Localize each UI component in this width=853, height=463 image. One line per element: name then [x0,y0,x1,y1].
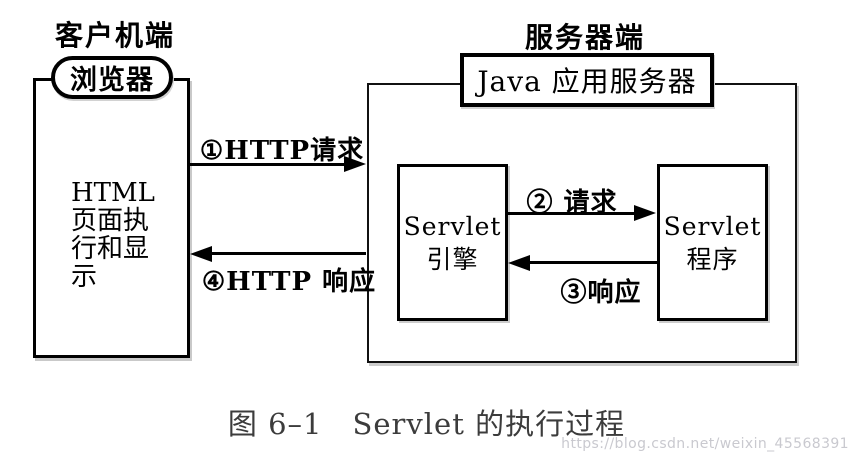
http-request-arrow-label: ①HTTP请求 [199,136,365,166]
response-arrow-label: ③响应 [560,278,642,308]
http-response-arrow-line [212,252,366,255]
client-box-text-line: 行和显 [71,234,150,264]
servlet-engine-label-line: 引擎 [426,244,479,274]
java-app-server-box: Java 应用服务器 [460,53,714,107]
servlet-program-label-line: Servlet [663,211,762,241]
http-request-arrowhead-icon [344,156,366,172]
watermark-url: https://blog.csdn.net/weixin_45568391 [561,436,849,452]
browser-label: 浏览器 [70,65,154,96]
client-box-text-line: 示 [71,262,98,292]
servlet-program-box: Servlet 程序 [657,164,768,321]
request-arrow-line [507,212,634,215]
client-box-text: HTML 页面执 行和显 示 [71,179,155,291]
client-box [33,78,190,358]
java-app-server-label: Java 应用服务器 [477,65,697,98]
client-side-title: 客户机端 [54,19,175,52]
response-arrow-line [530,261,657,264]
servlet-program-label-line: 程序 [686,244,739,274]
client-box-text-line: HTML [71,178,155,208]
client-box-text-line: 页面执 [71,206,150,236]
server-side-title: 服务器端 [524,21,645,54]
request-arrowhead-icon [634,205,656,221]
response-arrowhead-icon [508,255,530,271]
request-arrow-label: ② 请求 [526,188,618,218]
http-response-arrowhead-icon [190,246,212,262]
servlet-engine-label-line: Servlet [403,211,502,241]
servlet-engine-box: Servlet 引擎 [397,164,508,321]
figure-caption: 图 6–1 Servlet 的执行过程 [227,407,626,441]
http-response-arrow-label: ④HTTP 响应 [201,267,377,297]
browser-node: 浏览器 [51,56,173,99]
http-request-arrow-line [189,163,344,166]
